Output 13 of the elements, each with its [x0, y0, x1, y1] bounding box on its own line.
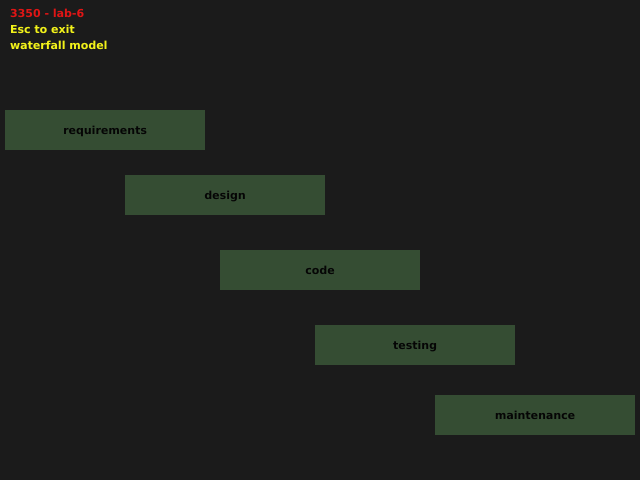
info-text: waterfall model — [10, 39, 108, 53]
process-box — [125, 175, 325, 215]
step-label: testing — [393, 338, 437, 352]
step-label: maintenance — [494, 408, 576, 422]
process-box — [315, 325, 515, 365]
process-box — [435, 395, 635, 435]
process-box — [5, 110, 205, 150]
process-box — [220, 250, 420, 290]
info-text: Esc to exit — [10, 23, 75, 37]
step-label: requirements — [63, 124, 147, 136]
lab-heading: 3350 - lab-6 — [10, 7, 84, 21]
step-label: design — [204, 188, 246, 202]
step-label: code — [305, 264, 335, 276]
